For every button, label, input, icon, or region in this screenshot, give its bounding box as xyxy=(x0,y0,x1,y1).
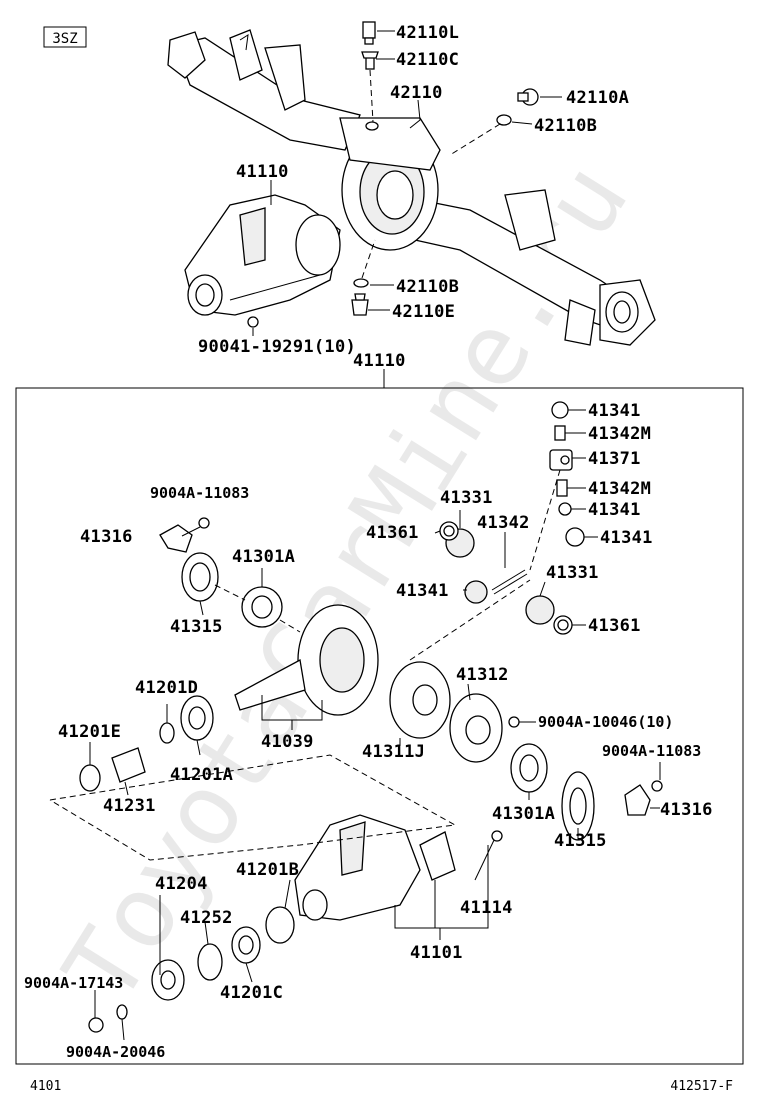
label-41201C: 41201C xyxy=(220,983,283,1003)
label-42110A: 42110A xyxy=(566,88,629,108)
label-41341-c: 41341 xyxy=(600,528,653,548)
label-41342: 41342 xyxy=(477,513,530,533)
model-code-badge: 3SZ xyxy=(43,26,87,48)
label-41301A-b: 41301A xyxy=(492,804,555,824)
label-41204: 41204 xyxy=(155,874,208,894)
label-9004A-10046: 9004A-10046(10) xyxy=(538,713,673,731)
label-9004A-11083-a: 9004A-11083 xyxy=(150,484,249,502)
box-title: 41110 xyxy=(353,351,406,371)
detail-part-illustrations xyxy=(79,401,663,1033)
label-41341-a: 41341 xyxy=(588,401,641,421)
label-42110B-bottom: 42110B xyxy=(396,277,459,297)
label-41201E: 41201E xyxy=(58,722,121,742)
page-number: 4101 xyxy=(30,1079,61,1094)
label-41110-top: 41110 xyxy=(236,162,289,182)
label-41201D: 41201D xyxy=(135,678,198,698)
detail-part-labels: 41341 41342M 41371 41342M 41341 41341 90… xyxy=(24,401,713,1061)
figure-code: 412517-F xyxy=(670,1079,733,1094)
axle-housing-illustration xyxy=(167,21,656,346)
label-42110B-top: 42110B xyxy=(534,116,597,136)
label-90041-19291: 90041-19291(10) xyxy=(198,337,356,357)
label-41311J: 41311J xyxy=(362,742,425,762)
label-41301A-a: 41301A xyxy=(232,547,295,567)
label-42110: 42110 xyxy=(390,83,443,103)
label-41201B: 41201B xyxy=(236,860,299,880)
label-41101: 41101 xyxy=(410,943,463,963)
label-42110L: 42110L xyxy=(396,23,459,43)
label-41331-a: 41331 xyxy=(440,488,493,508)
label-41201A: 41201A xyxy=(170,765,233,785)
model-code: 3SZ xyxy=(52,31,77,47)
detail-leader-lines xyxy=(49,409,661,1041)
top-leader-lines xyxy=(252,30,562,388)
label-41039: 41039 xyxy=(261,732,314,752)
label-42110E: 42110E xyxy=(392,302,455,322)
label-41252: 41252 xyxy=(180,908,233,928)
label-9004A-11083-b: 9004A-11083 xyxy=(602,742,701,760)
label-41371: 41371 xyxy=(588,449,641,469)
label-9004A-17143: 9004A-17143 xyxy=(24,974,123,992)
label-41361-a: 41361 xyxy=(366,523,419,543)
label-41331-b: 41331 xyxy=(546,563,599,583)
label-9004A-20046: 9004A-20046 xyxy=(66,1043,165,1061)
label-41316-b: 41316 xyxy=(660,800,713,820)
label-41315-a: 41315 xyxy=(170,617,223,637)
label-41341-d: 41341 xyxy=(396,581,449,601)
label-41312: 41312 xyxy=(456,665,509,685)
top-part-labels: 42110L 42110C 42110 42110A 42110B 41110 … xyxy=(198,23,629,357)
label-41342M-b: 41342M xyxy=(588,479,651,499)
label-41361-b: 41361 xyxy=(588,616,641,636)
label-41315-b: 41315 xyxy=(554,831,607,851)
detail-frame xyxy=(15,387,744,1065)
label-41342M-a: 41342M xyxy=(588,424,651,444)
label-41316-a: 41316 xyxy=(80,527,133,547)
label-41114: 41114 xyxy=(460,898,513,918)
label-42110C: 42110C xyxy=(396,50,459,70)
label-41341-b: 41341 xyxy=(588,500,641,520)
label-41231: 41231 xyxy=(103,796,156,816)
